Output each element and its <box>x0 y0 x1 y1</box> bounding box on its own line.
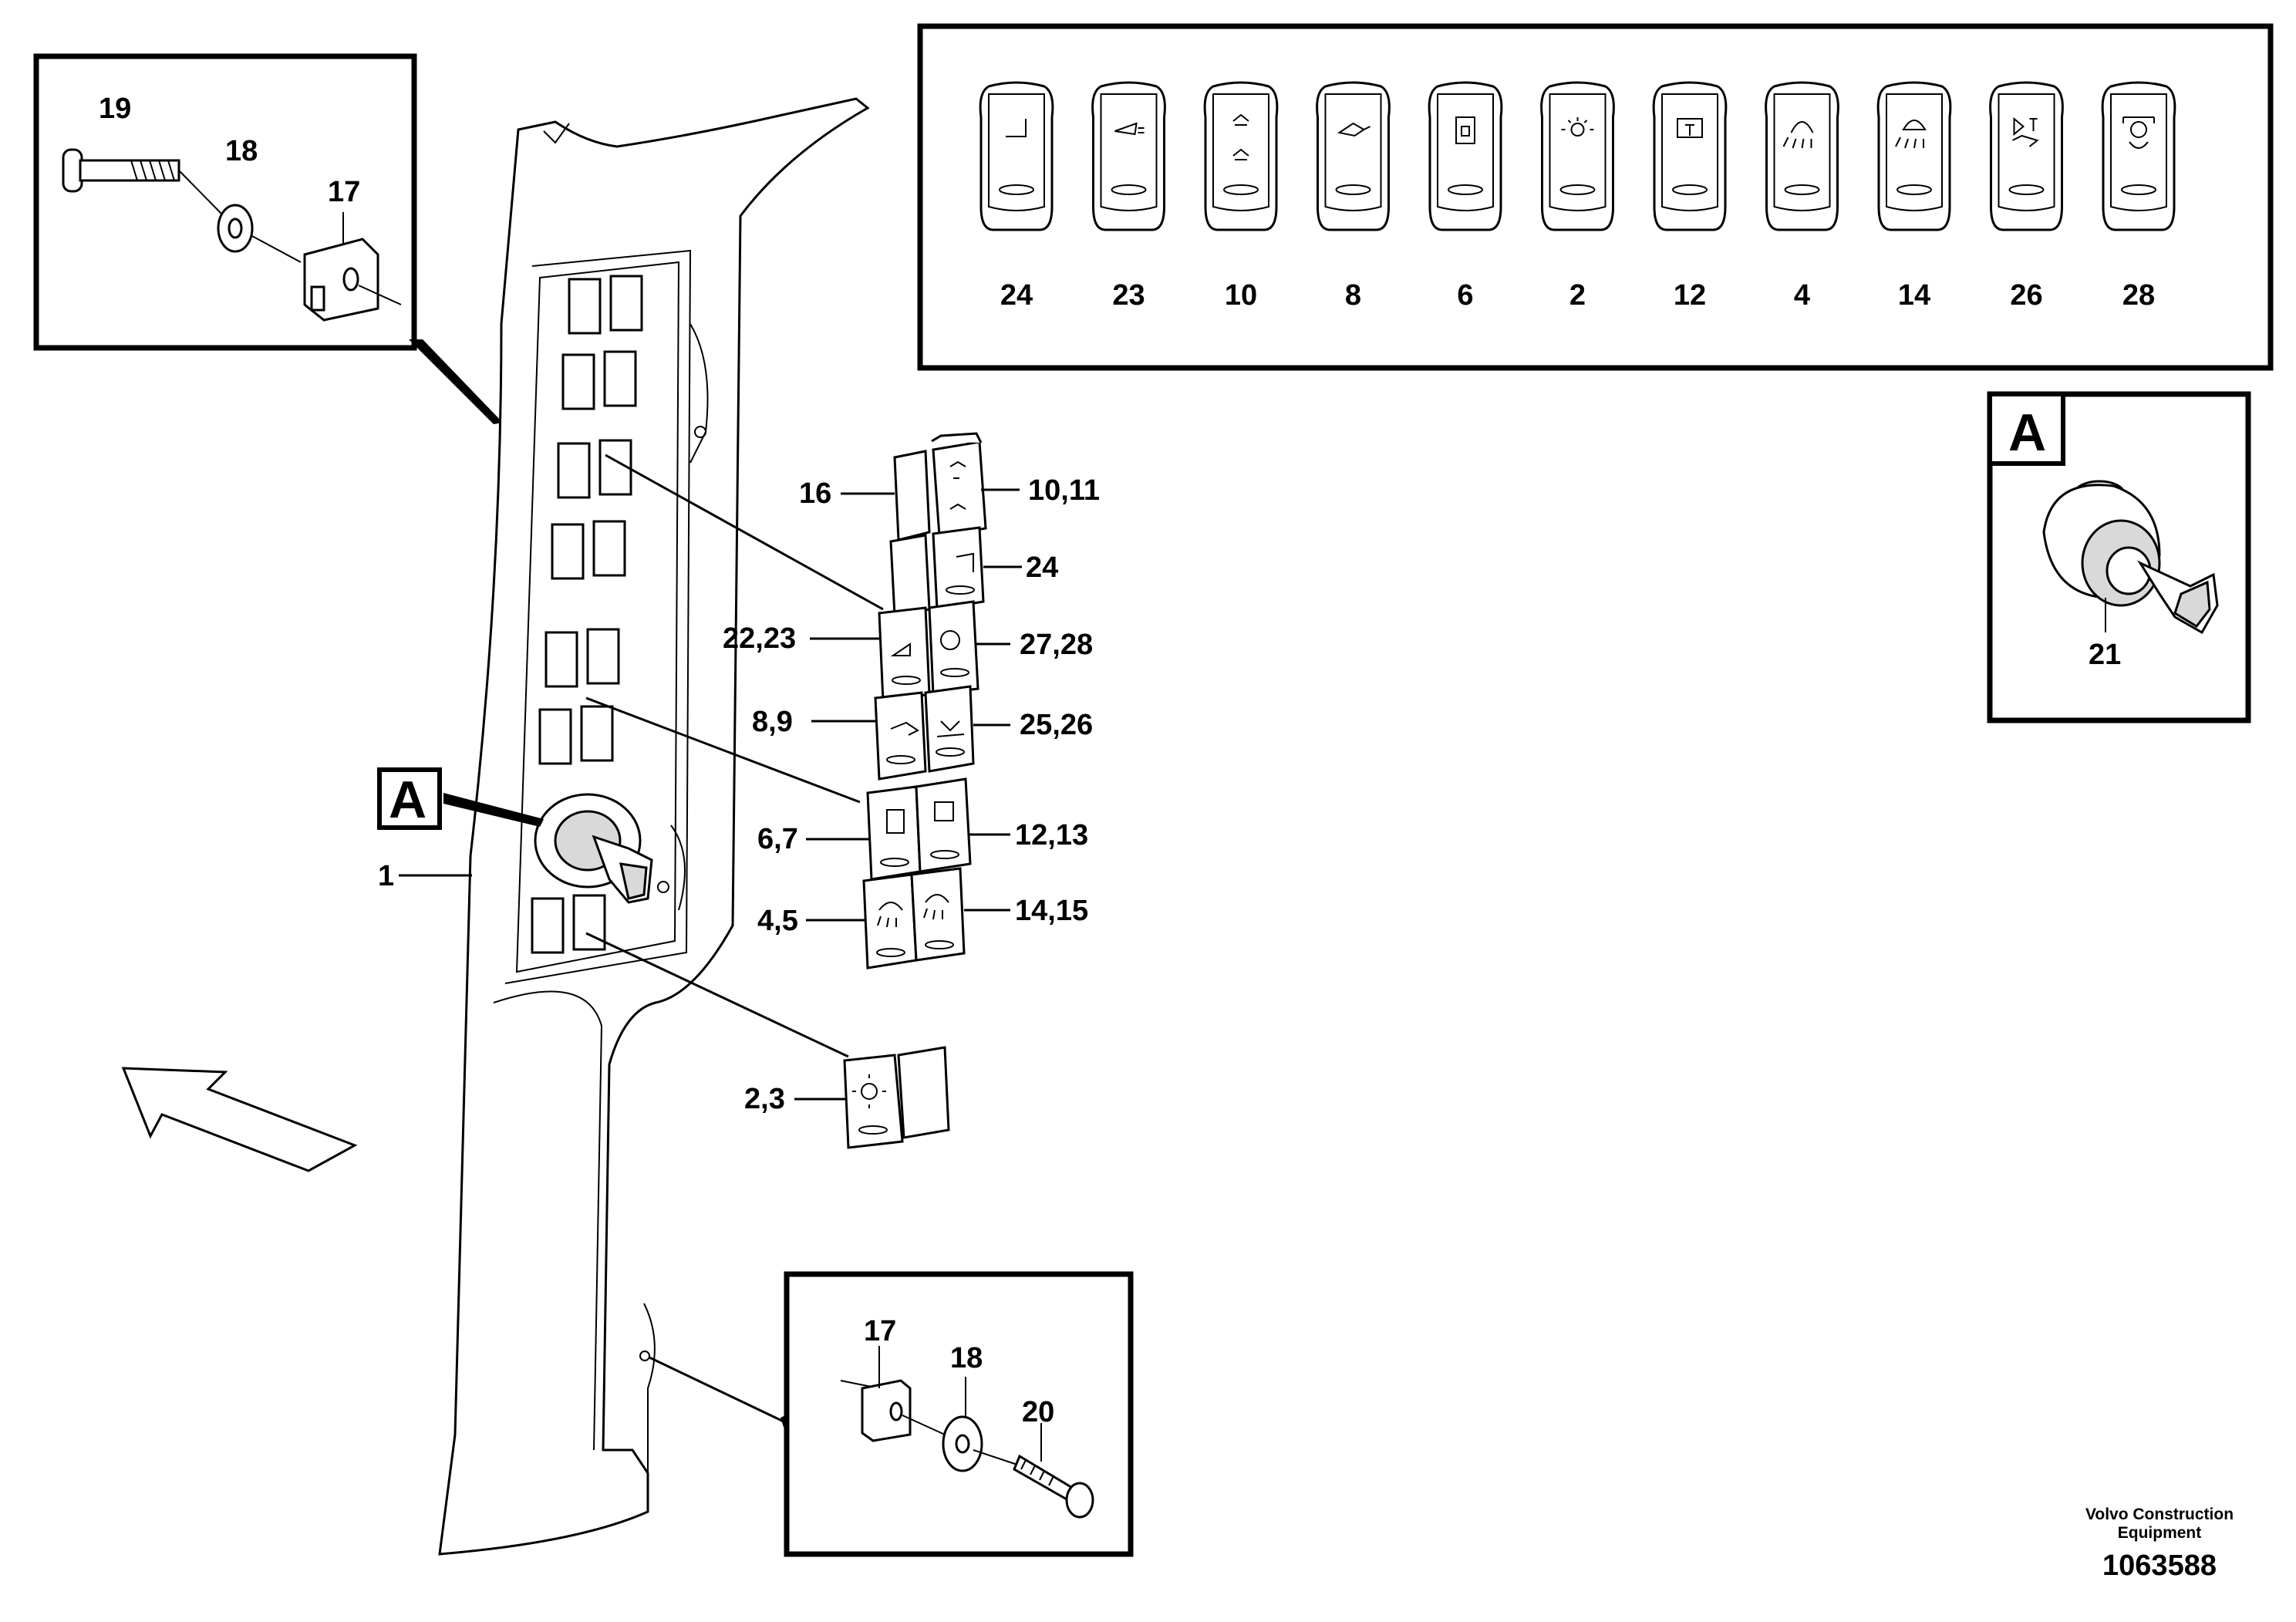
rotation-icon <box>2122 116 2155 149</box>
callout-1: 1 <box>378 860 394 892</box>
rocker-callout-10: 10 <box>1225 279 1257 312</box>
wiper-icon <box>1114 122 1145 136</box>
callout-8-9: 8,9 <box>752 706 793 738</box>
callout-4-5: 4,5 <box>757 905 798 937</box>
rocker-switch-24: 24 <box>979 81 1054 312</box>
detail-A-marker: A <box>377 767 544 830</box>
publisher-line-1: Volvo Construction <box>2085 1506 2234 1523</box>
rocker-callout-6: 6 <box>1457 279 1473 312</box>
callout-22-23: 22,23 <box>723 622 796 655</box>
rocker-switch-12: 12 <box>1652 81 1728 312</box>
callout-19: 19 <box>99 93 131 125</box>
fan-icon <box>1232 113 1249 160</box>
rocker-callout-4: 4 <box>1794 279 1810 312</box>
callout-20: 20 <box>1022 1396 1054 1428</box>
pillar-panel <box>438 97 870 1556</box>
beacon-lock-icon <box>1455 116 1475 144</box>
wiper-washer-icon <box>1677 118 1703 138</box>
callout-18: 18 <box>225 135 258 167</box>
hammer-icon <box>1337 122 1371 137</box>
rocker-switch-10: 10 <box>1203 81 1279 312</box>
rocker-callout-2: 2 <box>1569 279 1586 312</box>
rocker-callout-12: 12 <box>1674 279 1706 312</box>
callout-10-11: 10,11 <box>1028 474 1100 507</box>
detail-A-title: A <box>2008 403 2046 462</box>
rocker-callout-24: 24 <box>1000 279 1033 312</box>
callout-27-28: 27,28 <box>1020 629 1093 661</box>
rocker-callout-23: 23 <box>1112 279 1145 312</box>
callout-21: 21 <box>2089 639 2121 671</box>
callout-17-bottom: 17 <box>864 1315 896 1347</box>
rocker-switch-6: 6 <box>1428 81 1503 312</box>
callout-2-3: 2,3 <box>744 1083 785 1115</box>
bolt-part-bottom <box>1013 1423 1094 1519</box>
rocker-callout-28: 28 <box>2122 279 2155 312</box>
callout-14-15: 14,15 <box>1015 895 1088 927</box>
callout-18-bottom: 18 <box>950 1342 983 1374</box>
clip-part <box>303 212 402 322</box>
switch-stack <box>843 432 987 1149</box>
callout-12-13: 12,13 <box>1015 819 1088 851</box>
washer-part <box>217 204 302 263</box>
detail-box-A: A 21 <box>1987 391 2251 723</box>
rocker-callout-14: 14 <box>1898 279 1930 312</box>
callout-16: 16 <box>799 477 831 510</box>
detail-box-bottom: 17 18 20 <box>784 1271 1134 1557</box>
rocker-callout-26: 26 <box>2010 279 2042 312</box>
svg-text:A: A <box>389 771 426 829</box>
headlight-icon <box>1782 121 1814 149</box>
publisher-line-2: Equipment <box>2118 1524 2202 1542</box>
callout-17: 17 <box>328 176 360 208</box>
switch-row: 24 23 10 8 6 2 12 4 14 26 28 <box>979 81 2176 312</box>
rocker-switch-4: 4 <box>1765 81 1839 312</box>
callout-6-7: 6,7 <box>757 823 798 855</box>
detail-box-top-left: 19 18 17 <box>33 53 503 424</box>
rocker-callout-8: 8 <box>1345 279 1361 312</box>
key-switch-part <box>2042 480 2219 635</box>
direction-arrow <box>121 1067 358 1172</box>
washer-part-bottom <box>942 1377 1020 1472</box>
rocker-switch-14: 14 <box>1876 81 1952 312</box>
rocker-switch-26: 26 <box>1989 81 2064 312</box>
headlight-low-icon <box>1895 120 1927 149</box>
rocker-switch-28: 28 <box>2101 81 2176 312</box>
rocker-switch-23: 23 <box>1091 81 1166 312</box>
blank-rocker-icon <box>1006 119 1027 137</box>
rocker-switch-8: 8 <box>1316 81 1391 312</box>
rocker-switch-2: 2 <box>1540 81 1615 312</box>
stack-callouts: 16 10,11 24 22,23 27,28 8,9 25,26 6,7 12… <box>723 474 1100 1115</box>
callout-24-stack: 24 <box>1026 551 1058 584</box>
bolt-part <box>62 148 224 217</box>
clip-part-bottom <box>840 1346 946 1442</box>
callout-25-26: 25,26 <box>1020 709 1093 741</box>
leader-lines <box>585 454 884 1436</box>
work-light-icon <box>1561 117 1594 137</box>
drawing-number: 1063588 <box>2102 1549 2217 1582</box>
boom-float-icon <box>2012 116 2039 147</box>
